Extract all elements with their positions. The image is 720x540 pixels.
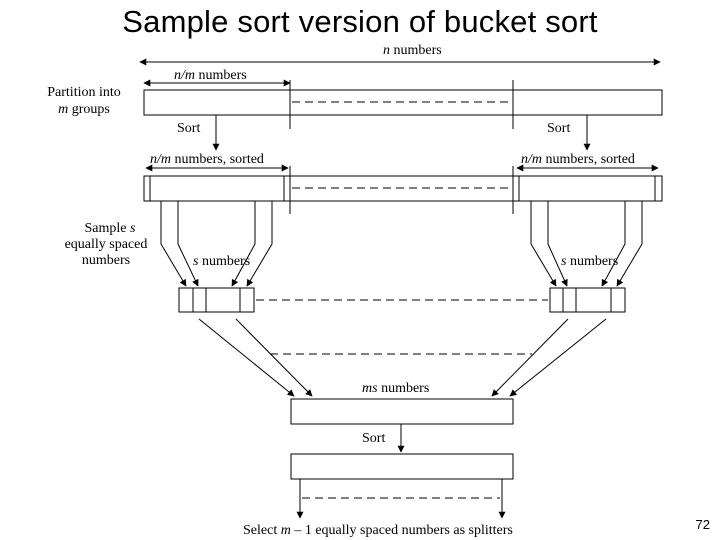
n-numbers-label: n numbers xyxy=(383,43,442,58)
gather-arrows xyxy=(198,318,607,397)
left-sampling-arrows xyxy=(160,201,273,287)
sorted-groups-array xyxy=(143,175,663,202)
nm-sorted-right-label: n/m numbers, sorted xyxy=(521,152,635,167)
slide-page-number: 72 xyxy=(695,517,710,532)
slide-title: Sample sort version of bucket sort xyxy=(122,4,598,39)
left-sample-block xyxy=(178,287,255,313)
sort-right-label: Sort xyxy=(547,121,570,136)
partition-label-line2: m groups xyxy=(58,102,110,117)
s-numbers-right-label: s numbers xyxy=(561,254,618,269)
sort-bottom-label: Sort xyxy=(362,431,385,446)
sorted-samples-array xyxy=(290,453,514,480)
right-sampling-arrows xyxy=(530,201,643,287)
ms-numbers-label: ms numbers xyxy=(362,381,429,396)
s-numbers-left-label: s numbers xyxy=(193,254,250,269)
right-sample-block xyxy=(549,287,626,313)
sample-label-line3: numbers xyxy=(82,253,130,268)
partition-label: Partition into xyxy=(47,85,121,100)
ms-samples-array xyxy=(290,398,514,425)
input-array xyxy=(143,89,663,116)
sort-left-label: Sort xyxy=(177,121,200,136)
sample-label: Sample s xyxy=(85,221,137,236)
select-splitters-label: Select m – 1 equally spaced numbers as s… xyxy=(243,523,513,538)
sample-label-line2: equally spaced xyxy=(65,237,148,252)
nm-numbers-label: n/m numbers xyxy=(174,68,247,83)
nm-sorted-left-label: n/m numbers, sorted xyxy=(150,152,264,167)
